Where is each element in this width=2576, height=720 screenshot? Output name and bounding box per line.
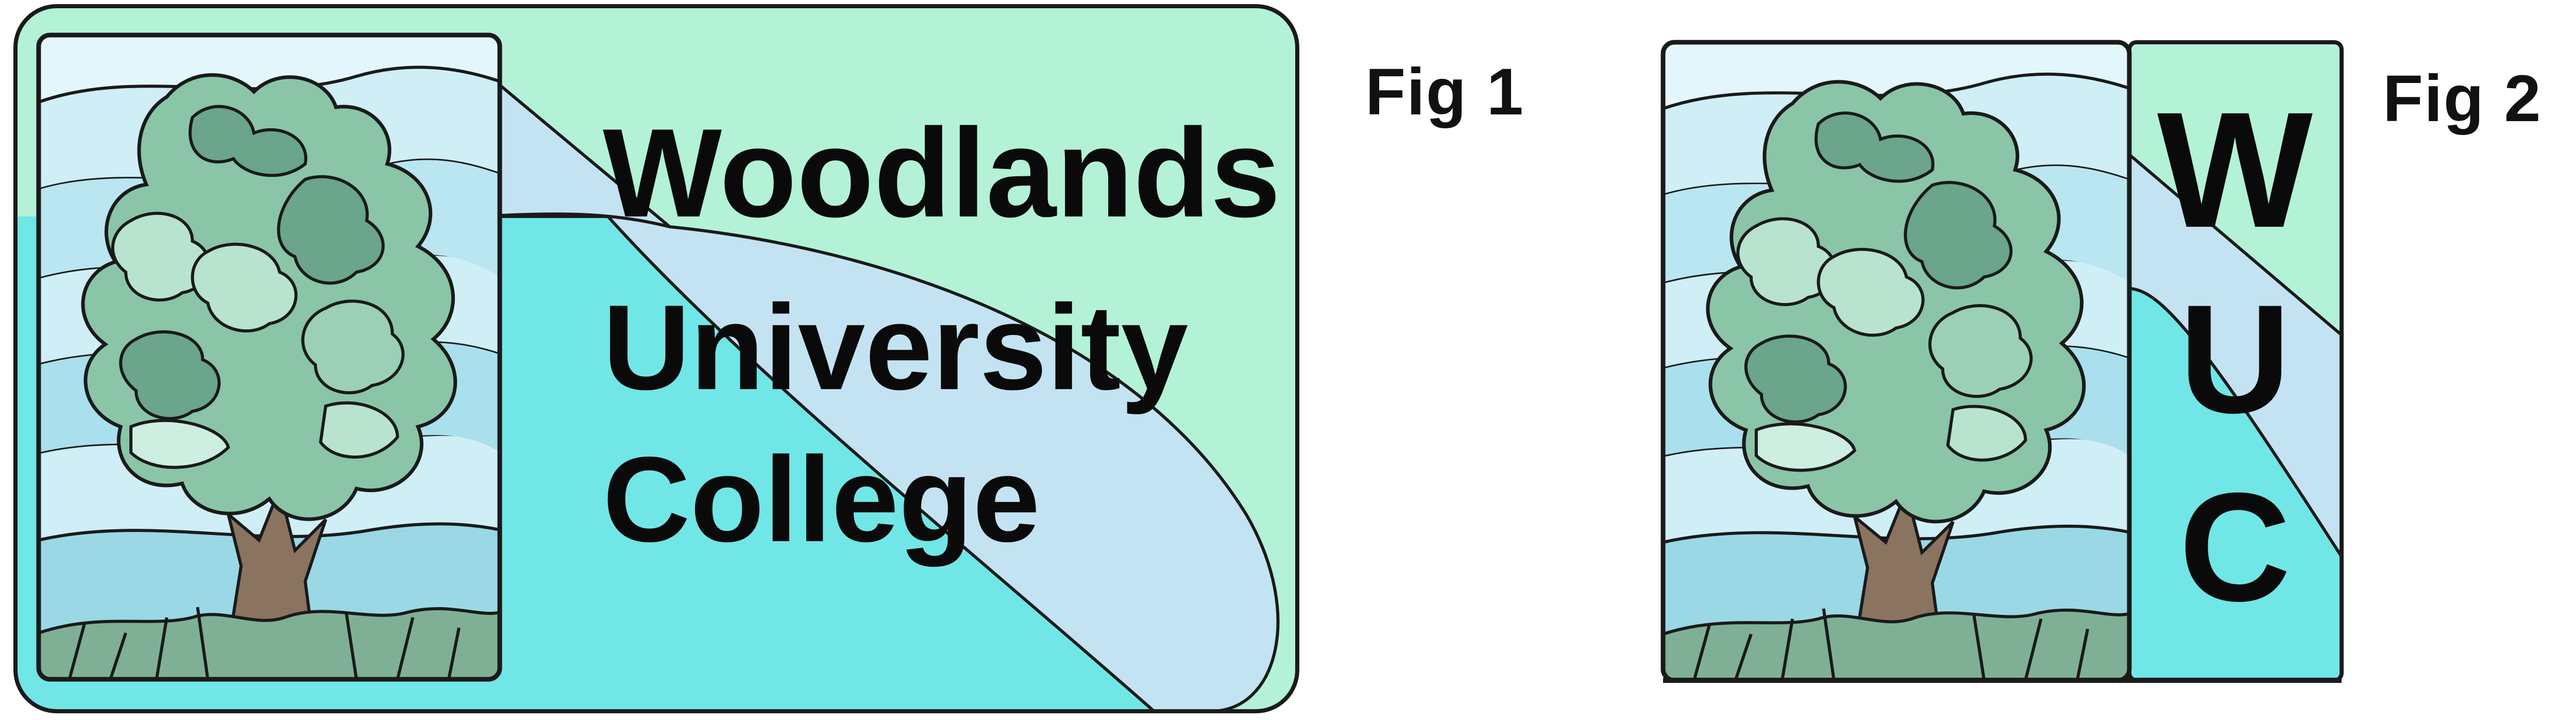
fig1-name-line-1: Woodlands: [603, 102, 1281, 243]
fig1-logo-card: Woodlands University College: [13, 4, 1299, 713]
fig1-name-line-3: College: [603, 431, 1040, 567]
fig1-name-line-2: University: [603, 279, 1188, 415]
fig1-caption: Fig 1: [1365, 55, 1524, 129]
fig2-initial-c: C: [2179, 460, 2291, 633]
fig1-tree-illustration: [39, 35, 500, 679]
fig2-initial-u: U: [2179, 272, 2291, 445]
fig2-tree-illustration: [1663, 42, 2129, 680]
fig2-initials-panel: [2129, 42, 2342, 680]
fig2-logo-card: W U C: [1660, 40, 2344, 683]
fig2-caption: Fig 2: [2383, 62, 2542, 136]
fig2-initial-w: W: [2157, 77, 2314, 262]
